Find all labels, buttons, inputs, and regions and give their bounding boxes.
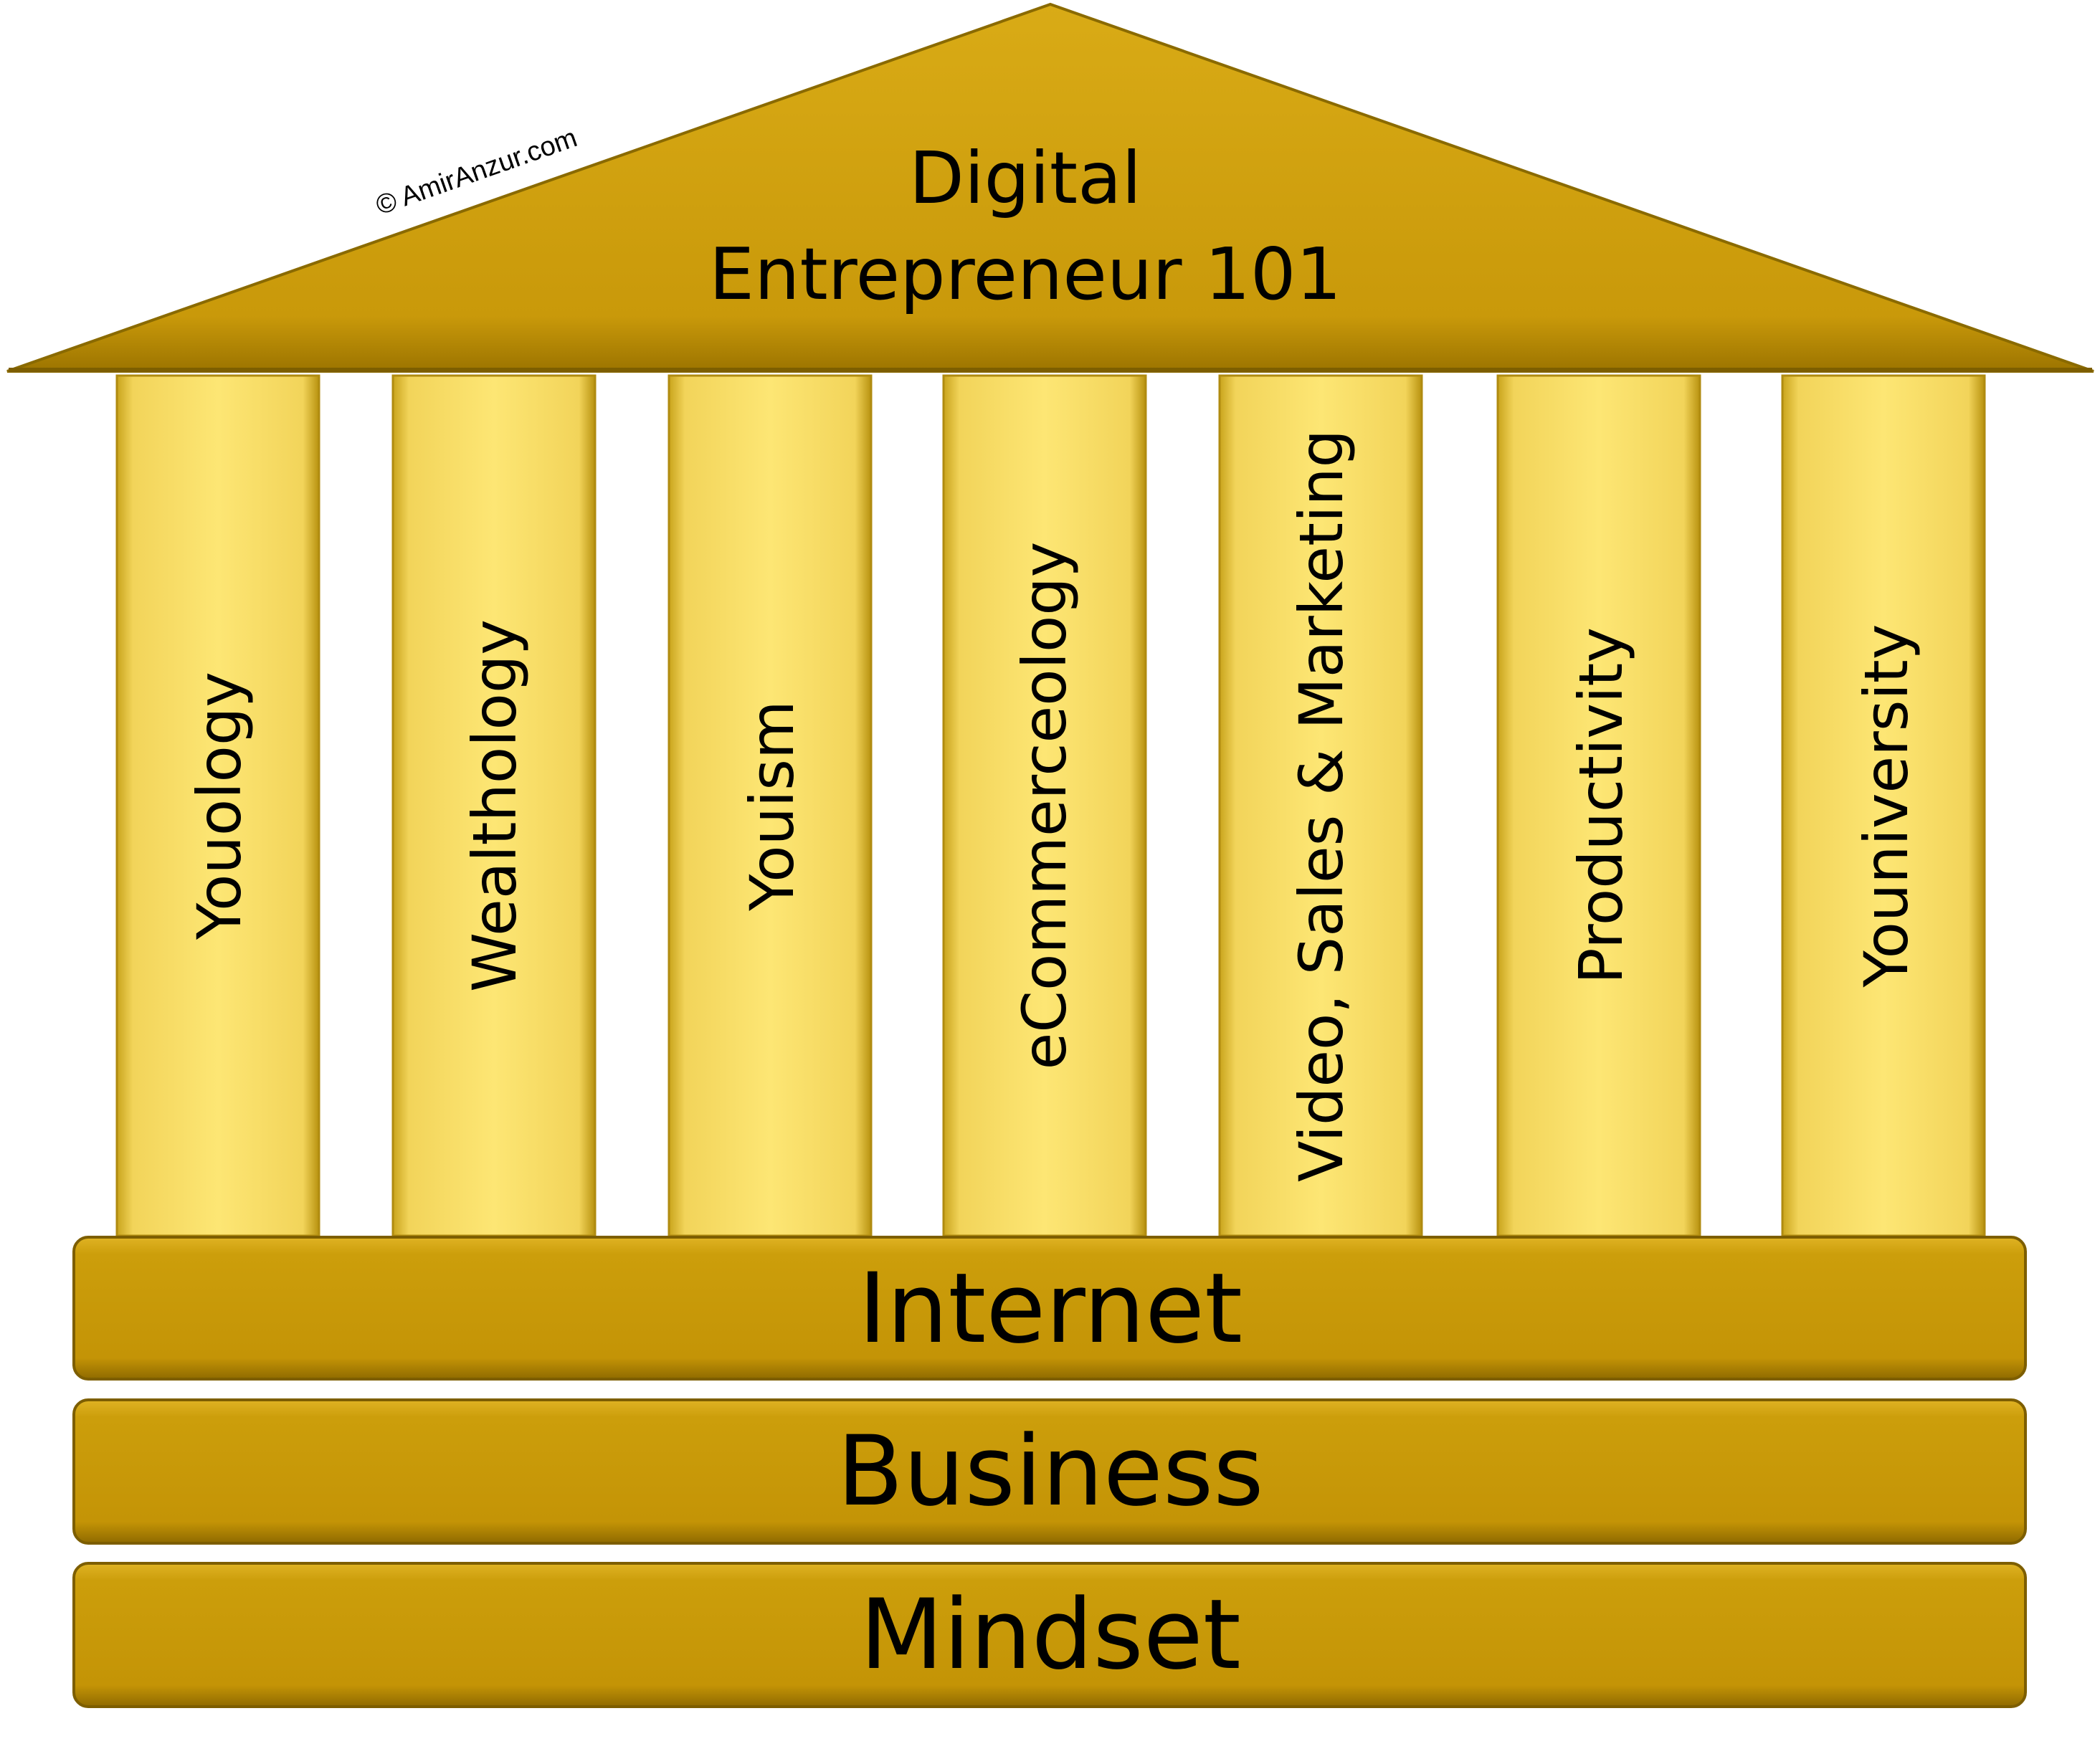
pillar: Video, Sales & Marketing	[1218, 374, 1423, 1237]
pillar: Youniversity	[1781, 374, 1986, 1237]
tier-label: Internet	[858, 1252, 1243, 1365]
roof: Digital Entrepreneur 101 © AmirAnzur.com	[6, 2, 2094, 373]
foundation-tier-mindset: Mindset	[72, 1562, 2027, 1708]
pillar: eCommerceology	[942, 374, 1147, 1237]
foundation-tier-internet: Internet	[72, 1236, 2027, 1381]
pillar-label: Wealthology	[460, 619, 530, 992]
foundation-tier-business: Business	[72, 1398, 2027, 1545]
pillar-label: Youology	[184, 672, 255, 940]
roof-title-line2: Entrepreneur 101	[709, 232, 1341, 316]
pillar-label: Video, Sales & Marketing	[1286, 429, 1357, 1182]
pillar-label: Youniversity	[1851, 624, 1921, 988]
tier-label: Mindset	[860, 1578, 1241, 1691]
pillar-label: Productivity	[1566, 627, 1636, 984]
tier-label: Business	[837, 1415, 1263, 1527]
foundation: Internet Business Mindset	[72, 1236, 2027, 1708]
pillar: Productivity	[1496, 374, 1701, 1237]
pillars: Youology Wealthology Youism eCommerceolo…	[115, 374, 1986, 1237]
pillar-label: eCommerceology	[1009, 542, 1080, 1070]
pillar-label: Youism	[737, 700, 807, 912]
roof-title-line1: Digital	[909, 136, 1141, 220]
pillar: Wealthology	[391, 374, 597, 1237]
pillar: Youism	[667, 374, 873, 1237]
pillar: Youology	[115, 374, 320, 1237]
